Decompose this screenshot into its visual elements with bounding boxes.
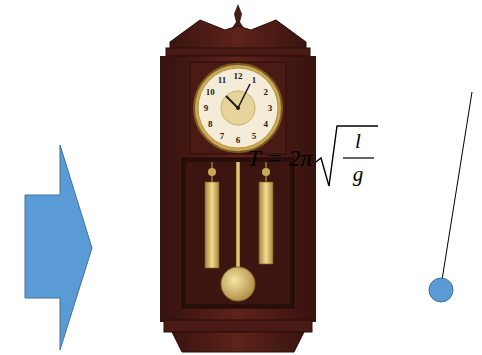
block-arrow — [25, 145, 92, 350]
clock-numeral: 1 — [252, 76, 257, 85]
formula-denominator: g — [353, 164, 364, 185]
clock-numeral: 7 — [220, 131, 225, 140]
clock-numeral: 9 — [204, 104, 209, 113]
pendulum-clock — [160, 4, 316, 352]
simple-pendulum — [429, 92, 472, 302]
clock-numeral: 2 — [263, 88, 268, 97]
clock-numeral: 10 — [206, 88, 215, 97]
clock-numeral: 4 — [263, 120, 268, 129]
formula-text: T = 2π — [247, 146, 312, 170]
clock-numeral: 12 — [234, 72, 243, 81]
formula-marks — [316, 126, 378, 186]
clock-numeral: 6 — [236, 136, 241, 145]
formula-numerator: l — [355, 131, 361, 152]
clock-numeral: 11 — [218, 76, 227, 85]
clock-numeral: 8 — [208, 120, 213, 129]
clock-numeral: 5 — [252, 131, 257, 140]
clock-numeral: 3 — [268, 104, 273, 113]
